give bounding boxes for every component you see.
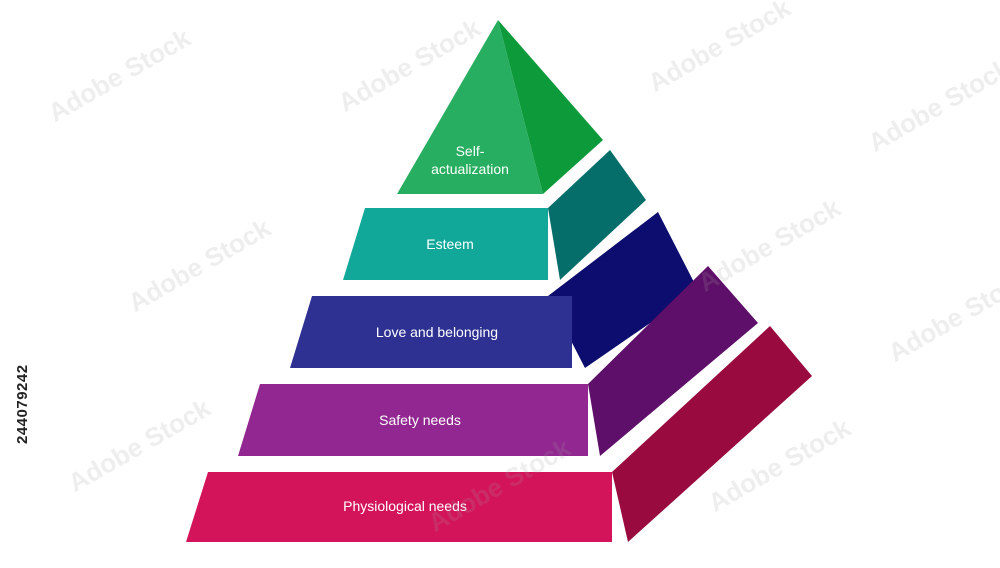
level-front-physiological-needs <box>186 472 612 542</box>
level-side-love-belonging <box>548 212 698 368</box>
level-front-safety-needs <box>238 384 588 456</box>
level-side-physiological-needs <box>612 326 812 542</box>
level-label-physiological-needs: Physiological needs <box>343 498 467 514</box>
level-label-love-belonging: Love and belonging <box>375 324 499 340</box>
level-label-esteem: Esteem <box>426 236 474 252</box>
level-label-self-actualization: Self- actualization <box>431 143 509 177</box>
level-front-esteem <box>343 208 548 280</box>
stock-id-text: 244079242 <box>14 364 31 444</box>
level-front-self-actualization <box>397 20 543 194</box>
level-side-safety-needs <box>588 266 758 456</box>
level-side-self-actualization <box>498 20 603 194</box>
level-label-safety-needs: Safety needs <box>379 412 461 428</box>
level-front-love-belonging <box>290 296 572 368</box>
level-side-esteem <box>548 150 646 280</box>
